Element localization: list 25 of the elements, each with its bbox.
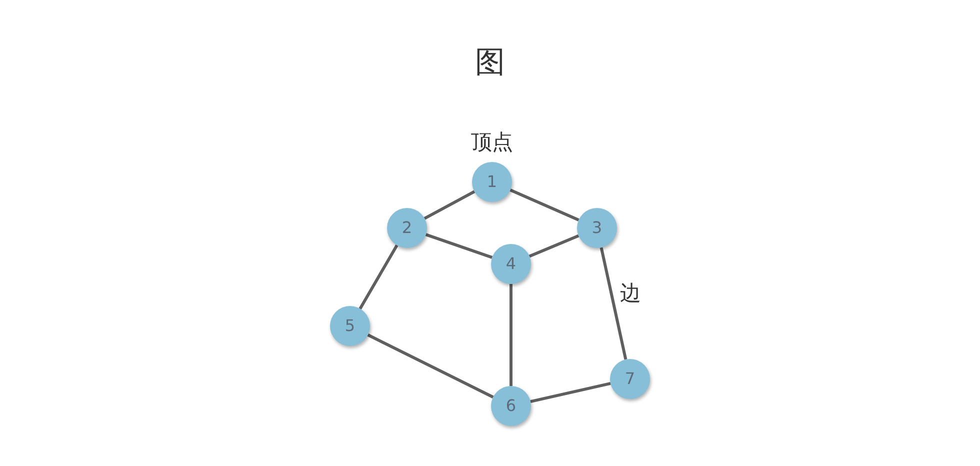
vertex-number: 7 <box>624 371 636 387</box>
vertex-circle <box>387 208 427 248</box>
title: 图 <box>475 44 505 82</box>
vertex-circle <box>610 359 650 399</box>
vertex-number: 2 <box>402 220 412 236</box>
edge-label: 边 <box>618 281 643 305</box>
vertex-label: 顶点 <box>471 129 513 156</box>
edge-line <box>358 244 398 310</box>
vertex-number: 4 <box>506 256 516 272</box>
edge-line <box>367 334 494 398</box>
vertex-number: 1 <box>486 174 498 190</box>
edge-line <box>510 188 580 222</box>
vertex-circle <box>491 386 531 426</box>
edge-line <box>530 382 611 404</box>
vertex-circle <box>330 306 370 346</box>
edge-line <box>528 234 580 258</box>
edge-line <box>600 247 628 360</box>
vertex-circle <box>577 208 617 248</box>
edge-line <box>424 190 476 220</box>
edge-line <box>510 284 512 386</box>
vertex-circle <box>491 244 531 284</box>
vertex-number: 5 <box>344 318 356 334</box>
edge-line <box>425 233 493 259</box>
vertex-number: 6 <box>506 398 516 414</box>
vertex-number: 3 <box>592 220 602 236</box>
